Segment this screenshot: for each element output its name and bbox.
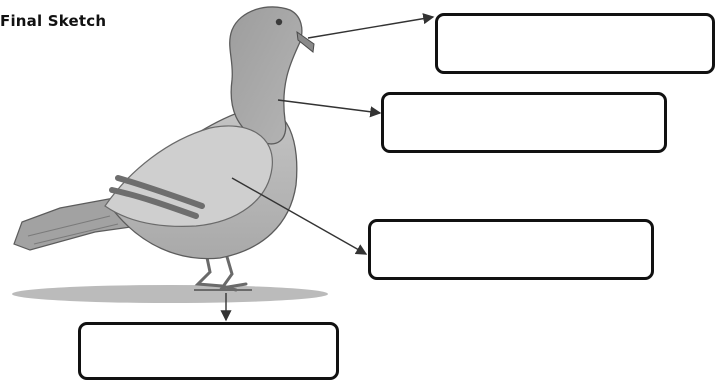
pigeon-legs: [194, 246, 248, 292]
wing-bars: [109, 175, 205, 219]
pointer-arrow-wing: [231, 177, 368, 255]
label-box-beak[interactable]: [435, 13, 715, 74]
tail-feather-lines: [27, 215, 119, 245]
pigeon-neck: [229, 6, 303, 145]
pointer-arrow-beak: [307, 13, 435, 39]
page-title: Final Sketch: [0, 12, 107, 30]
pointer-arrow-neck: [277, 99, 382, 118]
label-box-neck[interactable]: [381, 92, 667, 153]
pigeon-beak: [296, 30, 315, 53]
pigeon-eye: [275, 18, 283, 26]
label-box-feet[interactable]: [78, 322, 339, 380]
label-box-wing[interactable]: [368, 219, 654, 280]
ground-shadow: [12, 285, 328, 303]
